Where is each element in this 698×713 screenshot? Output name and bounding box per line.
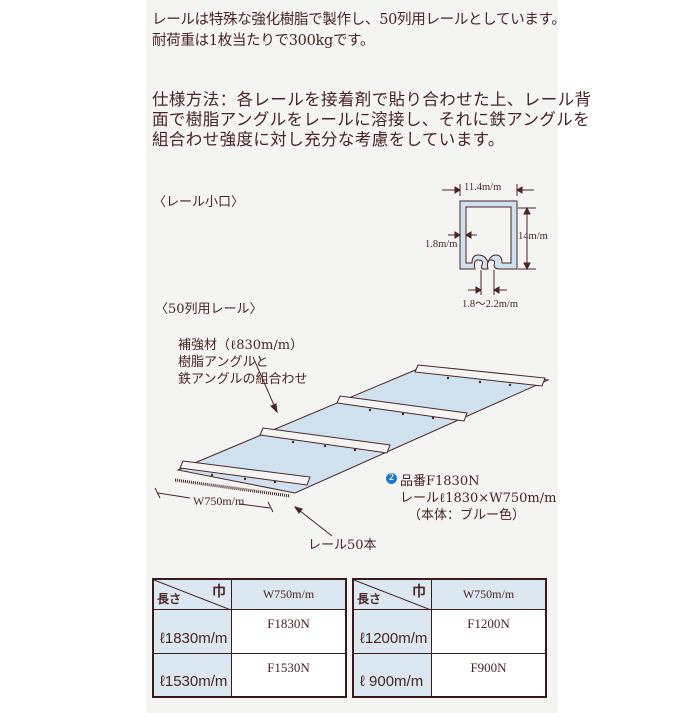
intro-line-1: レールは特殊な強化樹脂で製作し、50列用レールとしています。	[152, 12, 566, 28]
code-cell: F1200N	[431, 608, 547, 654]
column-header: W750m/m	[231, 578, 347, 610]
spec-line-1: 仕様方法：各レールを接着剤で貼り合わせた上、レール背	[152, 90, 592, 109]
table-row: ℓ 900m/m F900N	[352, 652, 547, 698]
width-header: 巾	[212, 584, 226, 600]
spec-line-3: 組合わせ強度に対し充分な考慮をしています。	[152, 130, 505, 149]
panel-width-label: W750m/m	[193, 494, 245, 508]
rail-count-label: レール50本	[308, 538, 377, 553]
angle-2	[259, 427, 391, 454]
gap-dimension: 1.8〜2.2m/m	[462, 299, 519, 310]
length-cell: ℓ1530m/m	[160, 673, 228, 690]
intro-line-2: 耐荷重は1枚当たりで300kgです。	[152, 33, 375, 49]
product-number: 品番F1830N	[400, 474, 480, 489]
rail-end-title: 〈レール小口〉	[153, 195, 245, 210]
size-table-1: 長さ 巾 W750m/m ℓ1830m/m F1830N ℓ1530m/m F1…	[152, 578, 347, 698]
thickness-dimension: 1.8m/m	[425, 239, 458, 250]
length-cell: ℓ1830m/m	[160, 629, 228, 647]
rail-assembly-illustration	[154, 356, 550, 537]
table-row: ℓ1200m/m F1200N	[352, 608, 547, 654]
length-header: 長さ	[357, 591, 382, 606]
header-corner: 長さ 巾	[352, 578, 432, 610]
angle-front	[179, 460, 311, 486]
reinforcement-label-1: 補強材（ℓ830m/m）	[178, 338, 304, 353]
rail-ends	[174, 478, 291, 498]
product-size: レールℓ1830×W750m/m	[400, 491, 557, 506]
width-dimension: 11.4m/m	[464, 182, 502, 193]
reinforcement-label-3: 鉄アングルの組合わせ	[178, 372, 308, 387]
spec-line-2: 面で樹脂アングルをレールに溶接し、それに鉄アングルを	[152, 110, 591, 129]
column-header: W750m/m	[431, 578, 547, 610]
table-row: ℓ1530m/m F1530N	[152, 652, 347, 698]
size-table-2: 長さ 巾 W750m/m ℓ1200m/m F1200N ℓ 900m/m F9…	[352, 578, 547, 698]
code-cell: F1830N	[231, 608, 347, 654]
header-corner: 長さ 巾	[152, 578, 232, 610]
code-cell: F900N	[431, 652, 547, 698]
angle-back	[414, 364, 546, 387]
length-cell: ℓ1200m/m	[360, 629, 428, 647]
rail-profile-shape	[459, 200, 518, 270]
diagonal-divider	[354, 580, 431, 610]
diagonal-divider	[154, 580, 231, 610]
rail-cross-section-diagram	[442, 184, 536, 295]
length-cell: ℓ 900m/m	[360, 673, 424, 690]
reinforcement-label-2: 樹脂アングルと	[178, 355, 269, 370]
angle-3	[336, 395, 468, 422]
height-dimension: 14m/m	[518, 231, 548, 242]
width-header: 巾	[412, 584, 426, 600]
rail50-title: 〈50列用レール〉	[155, 302, 263, 317]
product-color: （本体：ブルー色）	[408, 508, 526, 523]
item-number-badge: 2	[386, 473, 397, 484]
code-cell: F1530N	[231, 652, 347, 698]
length-header: 長さ	[157, 591, 182, 606]
table-row: ℓ1830m/m F1830N	[152, 608, 347, 654]
